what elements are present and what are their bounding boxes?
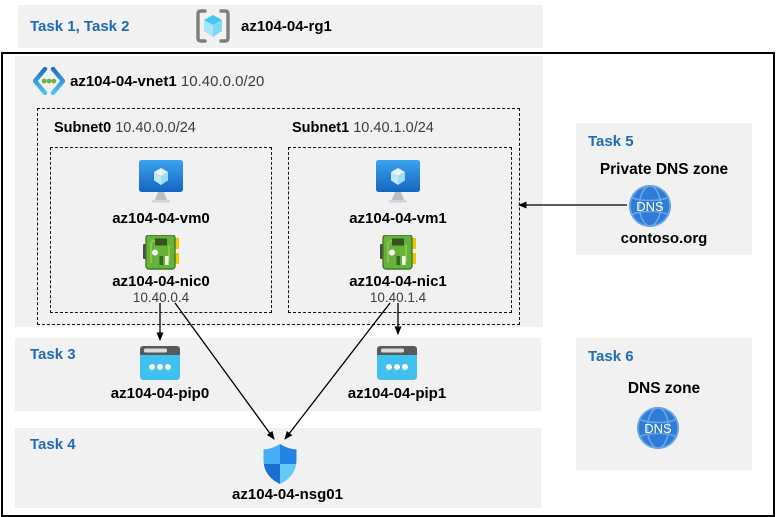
svg-text:DNS: DNS xyxy=(644,421,672,436)
task-1-2-panel xyxy=(18,5,543,48)
private-dns-zone-name: contoso.org xyxy=(620,230,708,247)
subnet0-box xyxy=(50,147,272,313)
task-6-panel: Task 6 DNS zone DNS xyxy=(576,338,752,470)
subnet1-title: Subnet1 10.40.1.0/24 xyxy=(292,120,434,136)
pip1-icon xyxy=(377,346,417,380)
subnet1-cidr: 10.40.1.0/24 xyxy=(353,120,434,136)
vm1-icon xyxy=(376,160,420,203)
vm0-name: az104-04-vm0 xyxy=(112,210,210,227)
vnet-name: az104-04-vnet1 xyxy=(70,73,177,90)
nsg-name: az104-04-nsg01 xyxy=(232,486,343,503)
subnet0-title: Subnet0 10.40.0.0/24 xyxy=(54,120,196,136)
svg-text:DNS: DNS xyxy=(636,199,664,214)
subnet0-cidr: 10.40.0.0/24 xyxy=(115,120,196,136)
pip0-name: az104-04-pip0 xyxy=(110,385,210,402)
dns-zone-title: DNS zone xyxy=(627,380,701,397)
task-5-panel: Task 5 Private DNS zone DNS contoso.org xyxy=(576,123,752,255)
nic1-name: az104-04-nic1 xyxy=(349,273,447,290)
nic0-ip: 10.40.0.4 xyxy=(132,290,190,305)
nic0-name: az104-04-nic0 xyxy=(112,273,210,290)
nic1-ip: 10.40.1.4 xyxy=(369,290,427,305)
resource-group-icon xyxy=(196,9,230,43)
task-4-label: Task 4 xyxy=(30,436,76,453)
virtual-network-icon xyxy=(33,67,65,95)
vnet-title: az104-04-vnet1 10.40.0.0/20 xyxy=(70,73,264,90)
task-6-label: Task 6 xyxy=(588,348,634,365)
subnet1-name: Subnet1 xyxy=(292,120,350,136)
subnet0-name: Subnet0 xyxy=(54,120,112,136)
pip0-icon xyxy=(140,346,180,380)
address-space-box xyxy=(37,108,520,325)
task-5-label: Task 5 xyxy=(588,133,634,150)
nic0-icon xyxy=(143,235,179,270)
private-dns-icon: DNS xyxy=(629,185,671,227)
main-container-border xyxy=(1,52,775,517)
dns-zone-icon: DNS xyxy=(637,407,679,449)
vnet-address-space: 10.40.0.0/20 xyxy=(180,73,265,90)
vm0-icon xyxy=(139,160,183,203)
vm1-name: az104-04-vm1 xyxy=(349,210,447,227)
subnet1-box xyxy=(288,147,512,313)
resource-group-name: az104-04-rg1 xyxy=(241,18,332,35)
pip1-name: az104-04-pip1 xyxy=(347,385,447,402)
task-3-label: Task 3 xyxy=(30,346,76,363)
nsg-icon xyxy=(263,444,297,484)
task-1-2-label: Task 1, Task 2 xyxy=(30,18,130,35)
nic1-icon xyxy=(380,235,416,270)
private-dns-zone-title: Private DNS zone xyxy=(599,161,729,178)
task-3-panel xyxy=(15,338,541,411)
vnet-panel xyxy=(15,56,543,327)
